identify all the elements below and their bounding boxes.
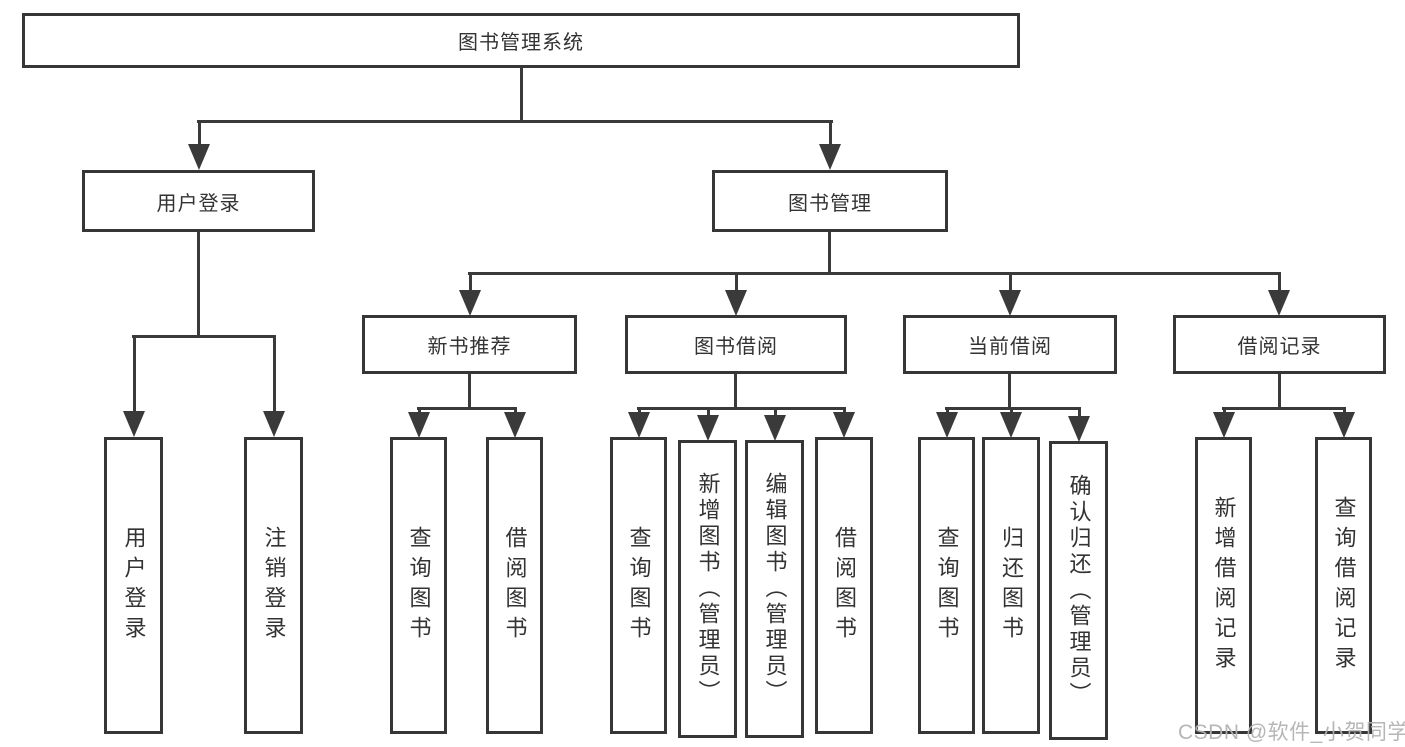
connector-arrow-down-icon — [408, 407, 430, 438]
node-label: 图书借阅 — [694, 336, 778, 358]
connector-arrow-down-icon — [819, 120, 841, 170]
node-user-login-module: 用户登录 — [82, 170, 315, 232]
connector-arrow-down-icon — [1333, 407, 1355, 438]
node-root-book-management-system: 图书管理系统 — [22, 13, 1020, 68]
connector-arrow-down-icon — [833, 407, 855, 438]
node-label: 新增借阅记录 — [1211, 495, 1237, 676]
node-label: 归还图书 — [999, 525, 1024, 646]
connector-line — [1222, 407, 1345, 410]
connector-arrow-down-icon — [504, 407, 526, 438]
leaf-return-books: 归还图书 — [982, 437, 1040, 734]
node-label: 查询图书 — [934, 525, 960, 646]
leaf-query-books-3: 查询图书 — [918, 437, 975, 734]
connector-arrow-down-icon — [1213, 407, 1235, 438]
node-label: 借阅图书 — [502, 525, 528, 646]
connector-line — [468, 272, 1281, 275]
node-label: 当前借阅 — [968, 336, 1052, 358]
leaf-borrow-books-1: 借阅图书 — [486, 437, 543, 734]
connector-line — [1278, 374, 1281, 407]
csdn-watermark: CSDN @软件_小贺同学 — [1178, 721, 1405, 744]
connector-arrow-down-icon — [697, 407, 719, 441]
leaf-user-login: 用户登录 — [104, 437, 163, 734]
connector-arrow-down-icon — [1000, 407, 1022, 438]
connector-arrow-down-icon — [188, 120, 210, 170]
connector-line — [945, 407, 1080, 410]
node-label: 图书管理 — [788, 192, 872, 215]
connector-arrow-down-icon — [123, 335, 145, 437]
leaf-query-borrow-record: 查询借阅记录 — [1315, 437, 1372, 734]
connector-arrow-down-icon — [1068, 407, 1090, 442]
connector-line — [197, 120, 833, 123]
connector-line — [828, 232, 831, 272]
connector-arrow-down-icon — [936, 407, 958, 438]
connector-line — [417, 407, 516, 410]
node-label: 编辑图书（管理员） — [762, 472, 788, 706]
connector-arrow-down-icon — [725, 272, 747, 316]
connector-arrow-down-icon — [628, 407, 650, 438]
node-label: 图书管理系统 — [458, 32, 584, 54]
connector-line — [1008, 374, 1011, 407]
connector-line — [520, 68, 523, 120]
leaf-edit-books-admin: 编辑图书（管理员） — [745, 440, 804, 738]
node-label: 新书推荐 — [427, 336, 512, 358]
connector-line — [637, 407, 846, 410]
leaf-add-books-admin: 新增图书（管理员） — [678, 440, 737, 738]
connector-arrow-down-icon — [459, 272, 481, 316]
leaf-query-books-1: 查询图书 — [390, 437, 447, 734]
node-label: 查询图书 — [406, 525, 432, 646]
node-label: 查询图书 — [626, 525, 652, 646]
connector-arrow-down-icon — [263, 335, 285, 437]
node-current-borrowing: 当前借阅 — [903, 315, 1117, 374]
node-label: 新增图书（管理员） — [695, 472, 721, 706]
leaf-query-books-2: 查询图书 — [610, 437, 667, 734]
leaf-add-borrow-record: 新增借阅记录 — [1195, 437, 1252, 734]
connector-arrow-down-icon — [764, 407, 786, 441]
connector-line — [734, 374, 737, 407]
node-label: 确认归还（管理员） — [1066, 473, 1092, 708]
node-label: 注销登录 — [261, 525, 287, 646]
connector-arrow-down-icon — [1268, 272, 1290, 316]
node-book-management-module: 图书管理 — [712, 170, 948, 232]
connector-arrow-down-icon — [999, 272, 1021, 316]
node-book-borrowing: 图书借阅 — [625, 315, 847, 374]
node-label: 借阅图书 — [832, 525, 857, 646]
node-label: 用户登录 — [156, 192, 241, 215]
node-borrowing-records: 借阅记录 — [1173, 315, 1386, 374]
leaf-borrow-books-2: 借阅图书 — [815, 437, 873, 734]
node-new-book-recommendation: 新书推荐 — [362, 315, 577, 374]
leaf-confirm-return-admin: 确认归还（管理员） — [1049, 441, 1108, 740]
connector-line — [197, 232, 200, 335]
node-label: 借阅记录 — [1237, 336, 1322, 358]
connector-line — [132, 335, 276, 338]
node-label: 用户登录 — [121, 525, 147, 646]
node-label: 查询借阅记录 — [1331, 495, 1357, 676]
leaf-logout: 注销登录 — [244, 437, 303, 734]
connector-line — [468, 374, 471, 407]
